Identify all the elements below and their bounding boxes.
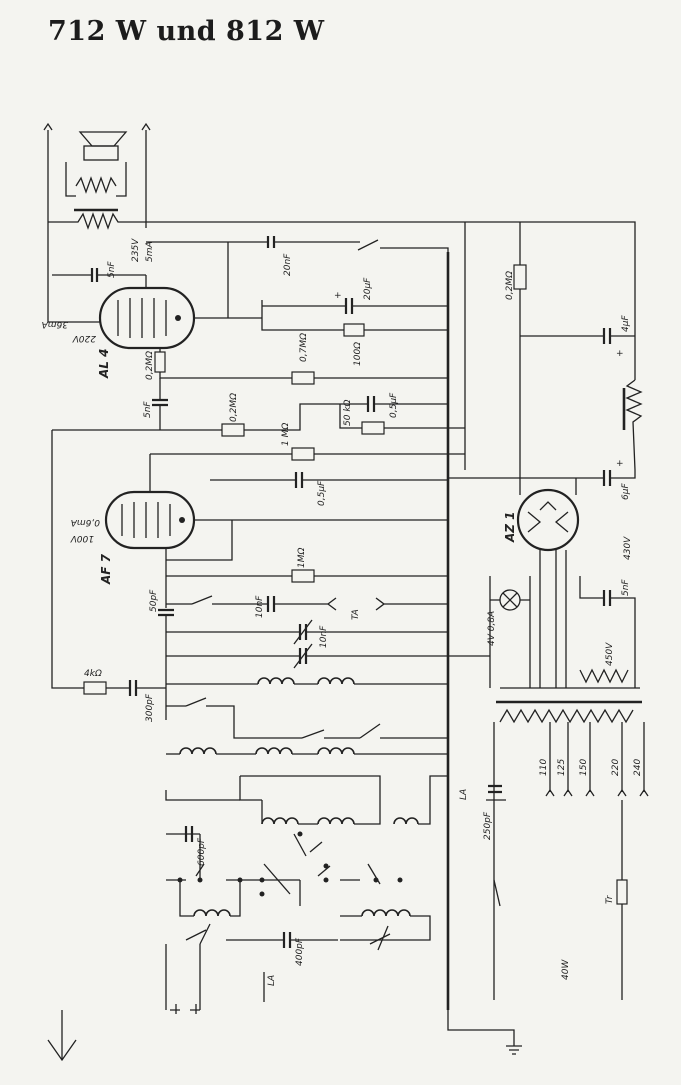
r-07m-label: 0,7MΩ xyxy=(299,333,309,362)
c-10nf-label: 10nF xyxy=(255,595,265,618)
ta-label: TA xyxy=(351,609,361,620)
v-430-label: 430V xyxy=(623,536,633,560)
speaker-voltage: 235V xyxy=(131,238,141,262)
la-bottom-label: LA xyxy=(267,975,277,986)
tap-110: 110 xyxy=(539,759,549,776)
tap-240: 240 xyxy=(633,759,643,776)
svg-text:+: + xyxy=(334,291,342,301)
tap-220: 220 xyxy=(611,759,621,776)
af7-voltage: 100V xyxy=(70,533,94,543)
c-20nf-label: 20nF xyxy=(283,253,293,276)
c-250pf-label: 250pF xyxy=(483,811,493,840)
c-20uf-label: 20µF xyxy=(363,277,373,300)
af7-current: 0,6mA xyxy=(71,517,100,527)
la-mid-label: LA xyxy=(459,789,469,800)
c-300pf-label: 300pF xyxy=(145,693,155,722)
c-4uf-label: 4µF xyxy=(621,315,631,332)
r-50k-label: 50 kΩ xyxy=(343,399,353,426)
c-50pf-label: 50pF xyxy=(149,589,159,612)
c-10nf-label-2: 10nF xyxy=(319,625,329,648)
speaker xyxy=(43,122,151,228)
output-transformer xyxy=(48,162,146,230)
tube-az1 xyxy=(516,488,580,552)
speaker-current: 5mA xyxy=(145,241,155,262)
c-6uf-label: 6µF xyxy=(621,483,631,500)
r-1m-a-label: 1 MΩ xyxy=(281,423,291,446)
tr-label: Tr xyxy=(605,894,615,904)
r-1m-b-label: 1MΩ xyxy=(297,548,307,568)
b-plus-rail xyxy=(146,221,636,380)
tap-125: 125 xyxy=(557,759,567,776)
c-5nf-right-label: 5nF xyxy=(621,579,631,596)
c-5nf-top-label: 5nF xyxy=(107,261,117,278)
fuse xyxy=(616,879,628,905)
r-4k-label: 4kΩ xyxy=(84,669,102,679)
svg-text:+: + xyxy=(616,349,624,359)
diagram-title: 712 W und 812 W xyxy=(48,16,325,47)
power-label: 40W xyxy=(561,959,571,980)
v-450-label: 450V xyxy=(605,642,615,666)
r-02m-mid-label: 0,2MΩ xyxy=(229,393,239,422)
ground-symbol xyxy=(447,1010,522,1055)
r-100ohm-label: 100Ω xyxy=(353,342,363,366)
tube-al4-label: AL 4 xyxy=(97,349,111,379)
lamp-rating: 4V 0,8A xyxy=(487,611,497,646)
r-02m-al4-label: 0,2MΩ xyxy=(145,351,155,380)
c-05uf-b-label: 0,5µF xyxy=(317,480,327,506)
al4-current: 36mA xyxy=(42,319,68,329)
svg-text:+: + xyxy=(616,459,624,469)
tube-az1-label: AZ 1 xyxy=(503,511,517,543)
tube-af7-label: AF 7 xyxy=(99,553,113,585)
al4-voltage: 220V xyxy=(72,333,96,343)
r-02m-right-label: 0,2MΩ xyxy=(505,271,515,300)
c-5nf-mid-label: 5nF xyxy=(143,401,153,418)
c-05uf-a-label: 0,5µF xyxy=(389,392,399,418)
c-400pf-label: 400pF xyxy=(295,937,305,966)
c-600pf-label: 600pF xyxy=(197,837,207,866)
tap-150: 150 xyxy=(579,759,589,776)
